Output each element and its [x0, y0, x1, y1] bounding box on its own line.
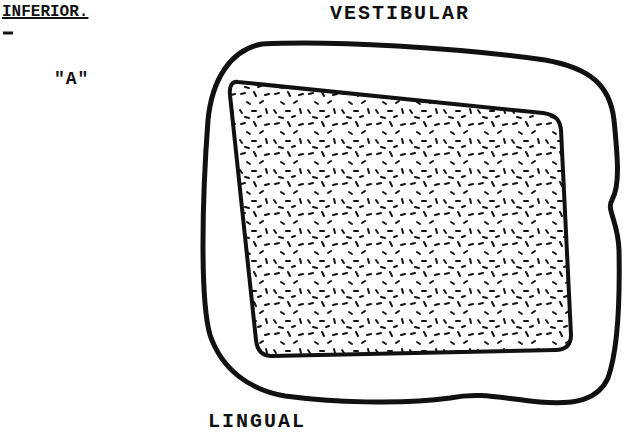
inner-core: [230, 82, 571, 356]
side-label: LINGUAL: [208, 412, 306, 432]
outer-outline: [203, 43, 619, 403]
side-label: VESTIBULAR: [330, 4, 470, 24]
dash-mark: [3, 32, 13, 35]
view-title: INFERIOR.: [2, 4, 88, 20]
figure-letter: "A": [54, 70, 89, 88]
